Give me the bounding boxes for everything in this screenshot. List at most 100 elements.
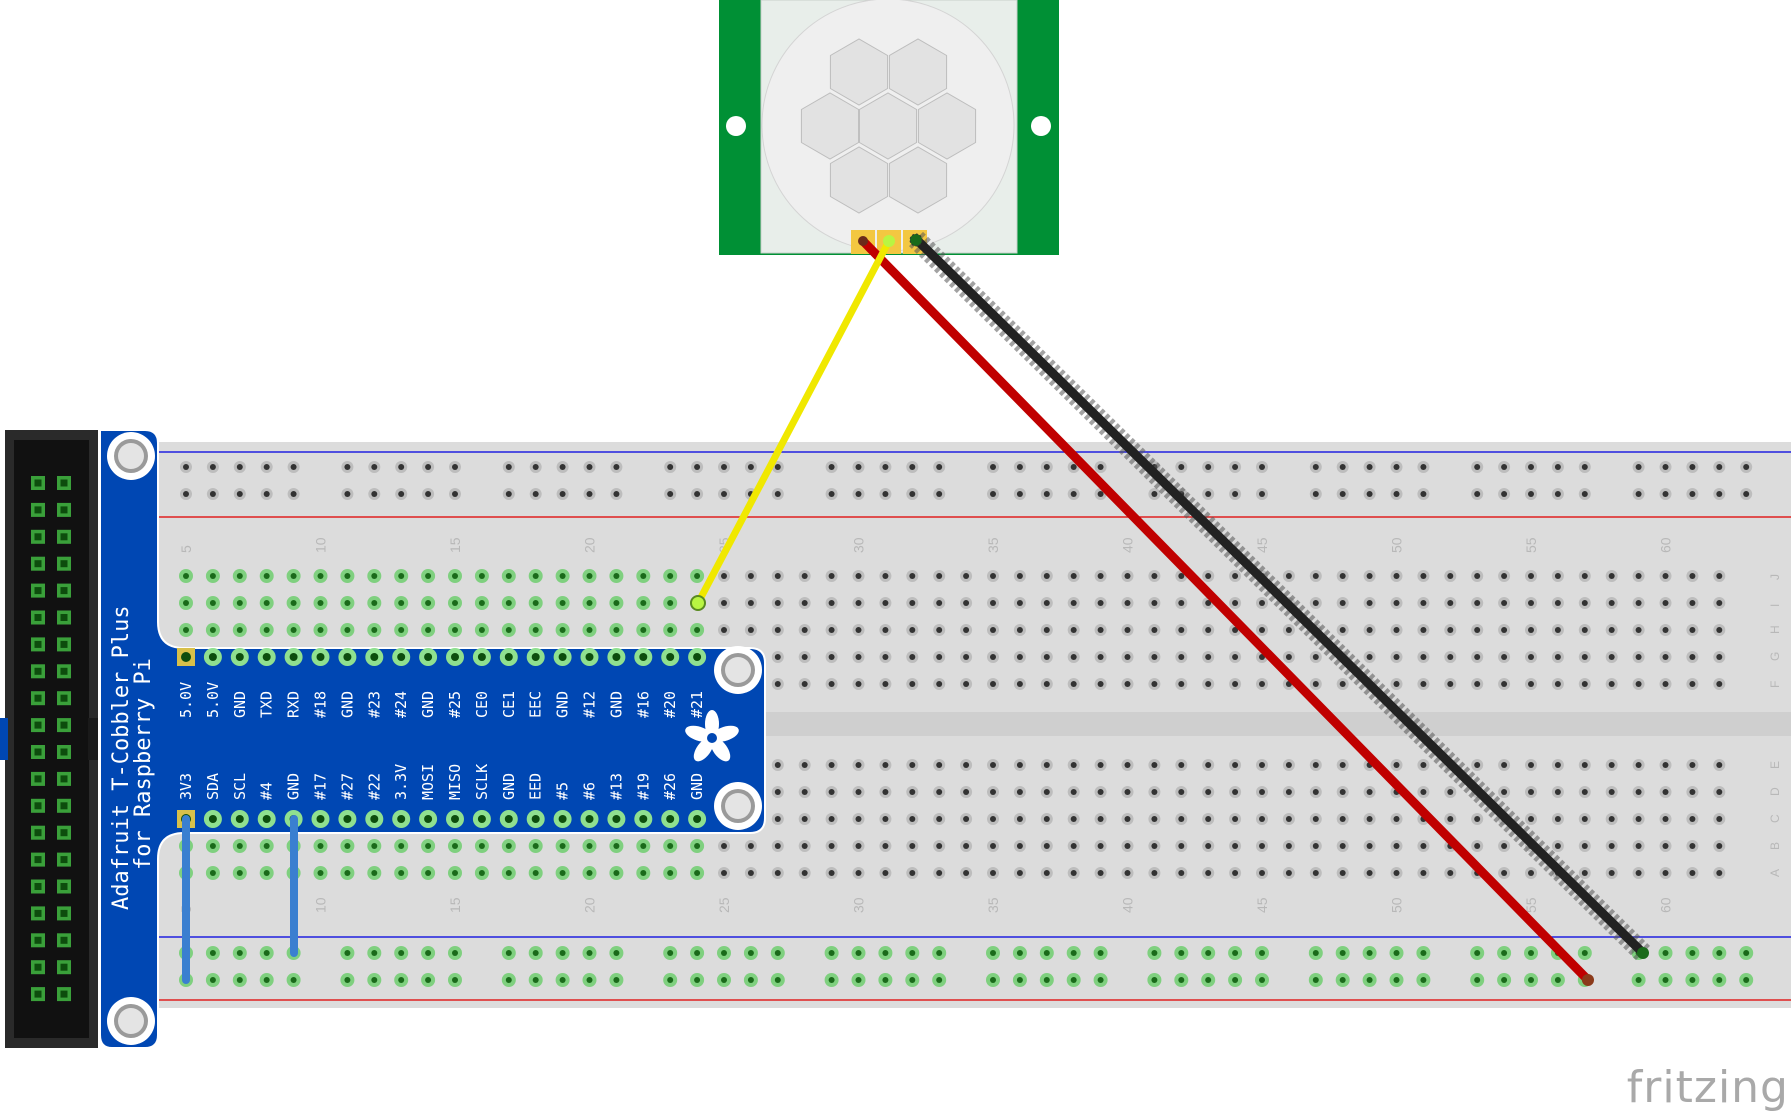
breadboard-hole-center (613, 573, 620, 579)
column-number: 35 (985, 537, 1001, 553)
breadboard-hole-center (1528, 627, 1534, 633)
breadboard-hole-center (1662, 789, 1669, 795)
rail-hole-center (828, 950, 835, 956)
breadboard-hole-center (183, 627, 189, 633)
breadboard-hole-center (1447, 573, 1454, 579)
breadboard-hole-center (1205, 762, 1212, 768)
ground-wire[interactable] (911, 234, 1648, 958)
breadboard-hole-center (640, 627, 647, 633)
breadboard-hole-center (344, 573, 351, 579)
breadboard-hole-center (1635, 843, 1642, 849)
rail-hole-center (1716, 491, 1723, 497)
breadboard-hole-center (1043, 573, 1050, 579)
rail-hole-center (1528, 950, 1534, 956)
rail-hole-center (1581, 464, 1588, 470)
breadboard-holes (179, 461, 1754, 987)
cobbler-pins (177, 648, 707, 828)
breadboard-hole-center (586, 843, 593, 849)
ribbon-pin-center (60, 721, 68, 729)
breadboard-hole-center (990, 843, 996, 849)
breadboard-hole-center (1178, 573, 1185, 579)
breadboard-hole-center (263, 843, 270, 849)
cobbler-top-pin-label: GND (338, 691, 356, 718)
rail-hole-center (532, 977, 539, 983)
column-number: 10 (313, 537, 329, 553)
rail-hole-center (1016, 950, 1023, 956)
ribbon-pin-center (60, 775, 68, 783)
rail-hole-center (990, 491, 996, 497)
breadboard-hole-center (774, 762, 781, 768)
rail-hole-center (990, 977, 996, 983)
breadboard-hole-center (1393, 681, 1400, 687)
cobbler-pin-center (504, 653, 513, 661)
breadboard-hole-center (1259, 627, 1265, 633)
breadboard-hole-center (882, 654, 889, 660)
ribbon-pins (31, 476, 71, 1002)
breadboard-hole-center (1232, 573, 1239, 579)
breadboard-hole-center (855, 789, 862, 795)
rail-hole-center (344, 977, 351, 983)
breadboard-hole-center (613, 627, 620, 633)
breadboard-hole-center (1097, 870, 1104, 876)
ribbon-pin-center (60, 506, 68, 514)
rail-hole-center (1662, 977, 1669, 983)
rail-hole-center (559, 977, 566, 983)
rail-hole-center (882, 491, 889, 497)
cobbler-bottom-pin-label: #26 (661, 773, 679, 800)
rail-hole-center (1393, 464, 1400, 470)
breadboard-hole-center (1528, 789, 1534, 795)
breadboard-hole-center (990, 681, 996, 687)
breadboard-hole-center (532, 600, 539, 606)
breadboard-hole-center (1366, 600, 1373, 606)
rail-hole-center (1312, 491, 1319, 497)
signal-wire[interactable] (694, 237, 893, 607)
breadboard-hole-center (1124, 600, 1131, 606)
breadboard-hole-center (1285, 789, 1292, 795)
breadboard-hole-center (990, 627, 996, 633)
cobbler-pin-center (585, 653, 594, 661)
breadboard-hole-center (344, 627, 351, 633)
breadboard-hole-center (1447, 816, 1454, 822)
breadboard-hole-center (1070, 627, 1077, 633)
breadboard-hole-center (398, 870, 405, 876)
breadboard-hole-center (1635, 654, 1642, 660)
rail-hole-center (236, 491, 243, 497)
rail-hole-center (694, 491, 701, 497)
breadboard-hole-center (1339, 681, 1346, 687)
breadboard-hole-center (1474, 573, 1481, 579)
cobbler-bottom-pin-label: MISO (446, 764, 464, 800)
cobbler-bottom-pin-label: #17 (312, 773, 330, 800)
breadboard-hole-center (1662, 870, 1669, 876)
fresnel-lens-cell (800, 92, 860, 160)
breadboard-hole-center (990, 816, 996, 822)
breadboard-hole-center (1393, 627, 1400, 633)
breadboard-hole-center (398, 600, 405, 606)
cobbler-pin-center (639, 815, 648, 823)
cobbler-pin-center (397, 815, 406, 823)
breadboard-hole-center (317, 870, 324, 876)
rail-hole-center (1501, 950, 1508, 956)
rail-hole-center (721, 950, 727, 956)
rail-hole-center (1097, 464, 1104, 470)
breadboard-hole-center (882, 573, 889, 579)
ribbon-pin-center (60, 560, 68, 568)
wire-end-yellow (690, 595, 706, 611)
rail-hole-center (398, 977, 405, 983)
cobbler-bottom-pin-label: EED (527, 773, 545, 800)
breadboard-hole-center (801, 681, 808, 687)
breadboard-hole-center (1285, 870, 1292, 876)
breadboard-hole-center (1474, 627, 1481, 633)
breadboard-hole-center (909, 762, 916, 768)
cobbler-pin-center (316, 815, 325, 823)
breadboard-hole-center (1528, 870, 1534, 876)
breadboard-hole-center (532, 627, 539, 633)
rail-hole-center (371, 977, 378, 983)
breadboard-hole-center (452, 843, 458, 849)
cobbler-top-pin-label: 5.0V (177, 682, 195, 718)
breadboard-hole-center (559, 627, 566, 633)
power-wire[interactable] (858, 236, 1593, 985)
rail-hole-center (1070, 977, 1077, 983)
cobbler-pin-center (531, 653, 540, 661)
breadboard-hole-center (1528, 816, 1534, 822)
rail-hole-center (1743, 491, 1750, 497)
